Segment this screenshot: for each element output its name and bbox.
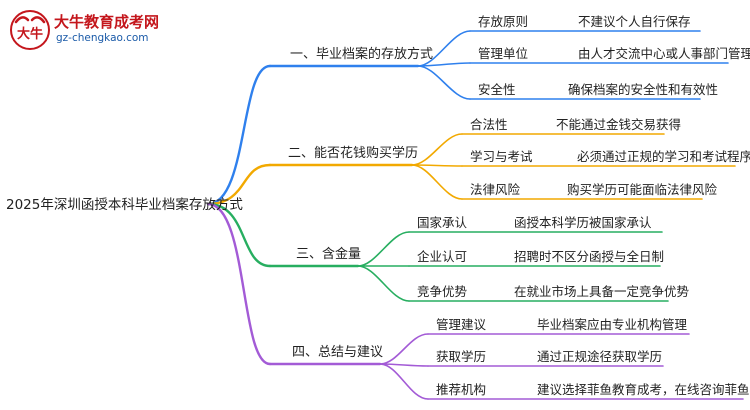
leaf-connector: [417, 65, 471, 100]
root-branch-connector: [206, 202, 272, 268]
leaf-name: 竞争优势: [417, 284, 468, 299]
branch-label: 四、总结与建议: [292, 345, 384, 360]
watermark-url: gz-chengkao.com: [56, 32, 149, 44]
leaf-name: 获取学历: [436, 349, 487, 364]
leaf-name: 法律风险: [470, 182, 521, 197]
leaf-connector: [379, 333, 429, 365]
branch-label: 二、能否花钱购买学历: [288, 146, 419, 161]
leaf-description: 建议选择菲鱼教育成考，在线咨询菲鱼老师: [537, 382, 750, 397]
leaf-name: 国家承认: [417, 215, 468, 230]
leaf-connector: [417, 30, 471, 67]
leaf-name: 存放原则: [478, 14, 529, 29]
watermark-title: 大牛教育成考网: [54, 13, 160, 31]
leaf-connector: [411, 164, 463, 200]
leaf-connector: [357, 265, 410, 302]
leaf-name: 合法性: [470, 117, 508, 132]
leaf-name: 学习与考试: [470, 149, 533, 164]
leaf-name: 管理建议: [436, 317, 487, 332]
leaf-connector: [411, 133, 463, 166]
logo-text: 大牛: [17, 26, 43, 42]
leaf-description: 招聘时不区分函授与全日制: [514, 249, 665, 264]
leaf-name: 企业认可: [417, 249, 468, 264]
branch-label: 三、含金量: [296, 247, 362, 262]
leaf-description: 由人才交流中心或人事部门管理: [578, 46, 750, 61]
root-node: 2025年深圳函授本科毕业档案存放方式: [6, 197, 243, 213]
leaf-description: 不能通过金钱交易获得: [556, 117, 682, 132]
leaf-description: 购买学历可能面临法律风险: [567, 182, 718, 197]
root-branch-connector: [206, 64, 272, 206]
leaf-name: 推荐机构: [436, 382, 487, 397]
leaf-connector: [411, 164, 463, 167]
watermark-logo: 大牛 大牛教育成考网 gz-chengkao.com: [8, 8, 178, 52]
leaf-description: 不建议个人自行保存: [578, 14, 691, 29]
leaf-description: 毕业档案应由专业机构管理: [537, 317, 688, 332]
leaf-connector: [357, 231, 410, 267]
leaf-name: 管理单位: [478, 46, 529, 61]
leaf-description: 在就业市场上具备一定竞争优势: [514, 284, 690, 299]
root-branch-connector: [206, 163, 272, 206]
leaf-description: 通过正规途径获取学历: [537, 349, 663, 364]
leaf-connector: [379, 363, 429, 400]
leaf-description: 函授本科学历被国家承认: [514, 215, 652, 230]
branch-label: 一、毕业档案的存放方式: [290, 47, 434, 62]
leaf-name: 安全性: [478, 82, 516, 97]
leaf-description: 必须通过正规的学习和考试程序: [577, 149, 750, 164]
leaf-description: 确保档案的安全性和有效性: [568, 82, 719, 97]
bull-logo-icon: 大牛: [10, 10, 50, 50]
root-branch-connector: [206, 202, 272, 366]
